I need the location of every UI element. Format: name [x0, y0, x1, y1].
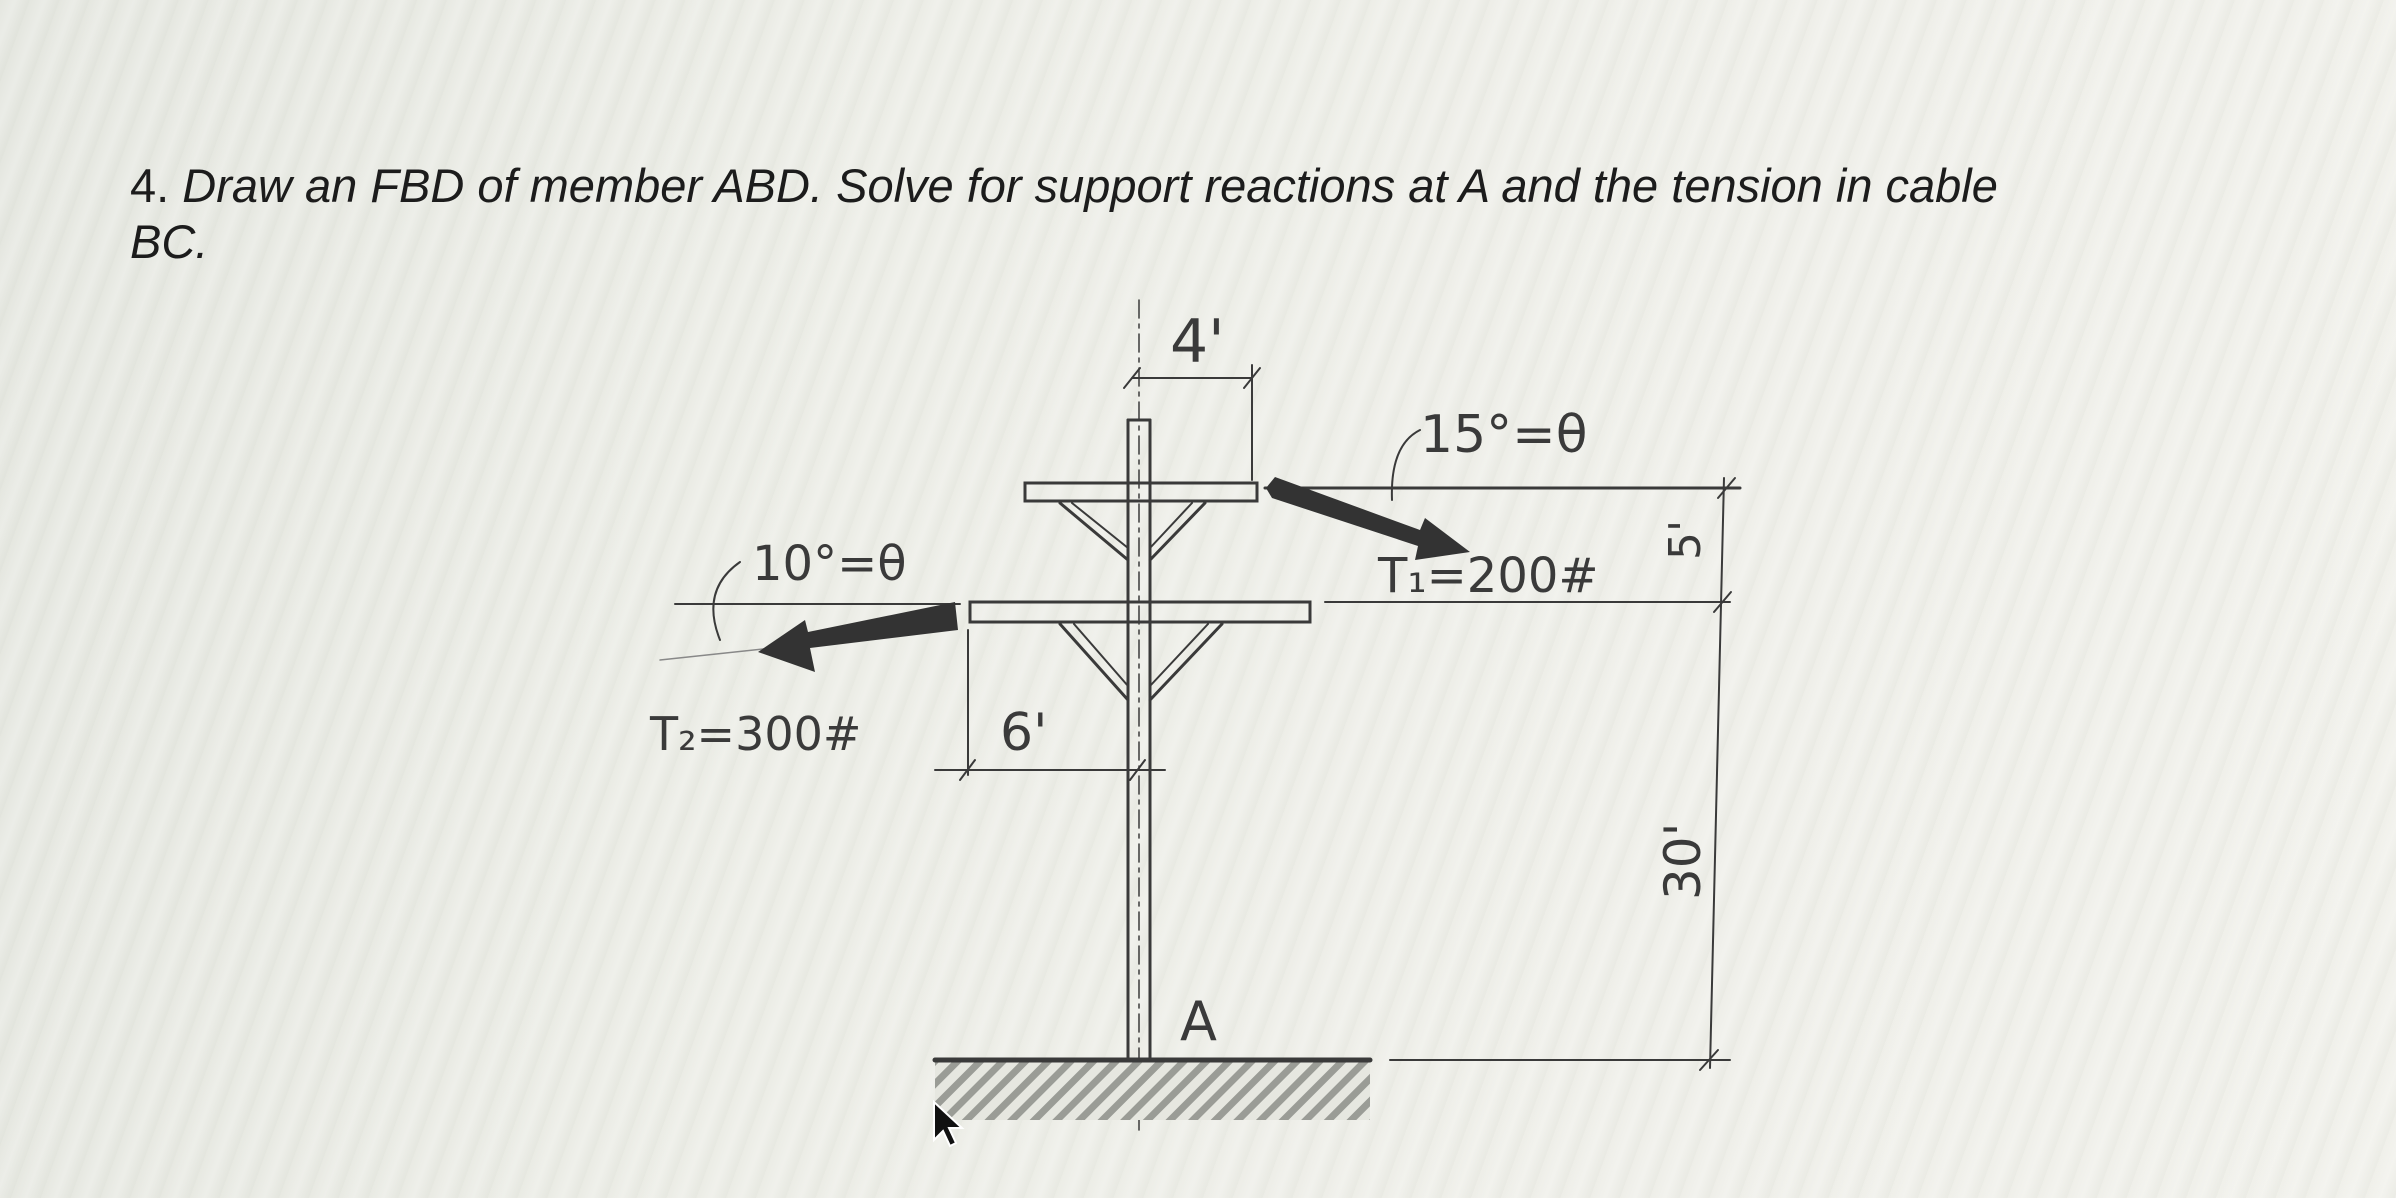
label-5ft: 5': [1660, 520, 1711, 560]
label-angle-10: 10°=θ: [752, 536, 907, 592]
arrow-pointer-icon: [933, 1100, 965, 1148]
question-body: Draw an FBD of member ABD. Solve for sup…: [182, 159, 1998, 212]
label-30ft: 30': [1654, 823, 1712, 900]
label-4ft: 4': [1170, 307, 1225, 377]
dimension-right: [1324, 477, 1736, 1071]
question-line-1: 4. Draw an FBD of member ABD. Solve for …: [130, 158, 2280, 214]
label-t2: T₂=300#: [649, 707, 861, 761]
dimension-6ft: [934, 629, 1166, 781]
dimension-4ft: [1123, 364, 1261, 481]
ground-support: [932, 1057, 1373, 1120]
pole-member-abd: [1126, 299, 1152, 1131]
label-t1: T₁=200#: [1377, 548, 1599, 604]
question-text: 4. Draw an FBD of member ABD. Solve for …: [130, 158, 2280, 270]
force-arrow-t2: [758, 602, 958, 672]
question-number: 4.: [130, 159, 170, 212]
force-arrow-t1: [1266, 477, 1470, 560]
lower-crossarm: [968, 600, 1312, 702]
upper-angle-arc: [1390, 429, 1421, 501]
label-6ft: 6': [1000, 703, 1047, 763]
question-line-2: BC.: [130, 215, 209, 268]
label-angle-15: 15°=θ: [1420, 405, 1588, 465]
upper-crossarm: [1023, 481, 1259, 562]
lower-angle-arc: [712, 561, 741, 641]
label-support-a: A: [1180, 990, 1217, 1053]
